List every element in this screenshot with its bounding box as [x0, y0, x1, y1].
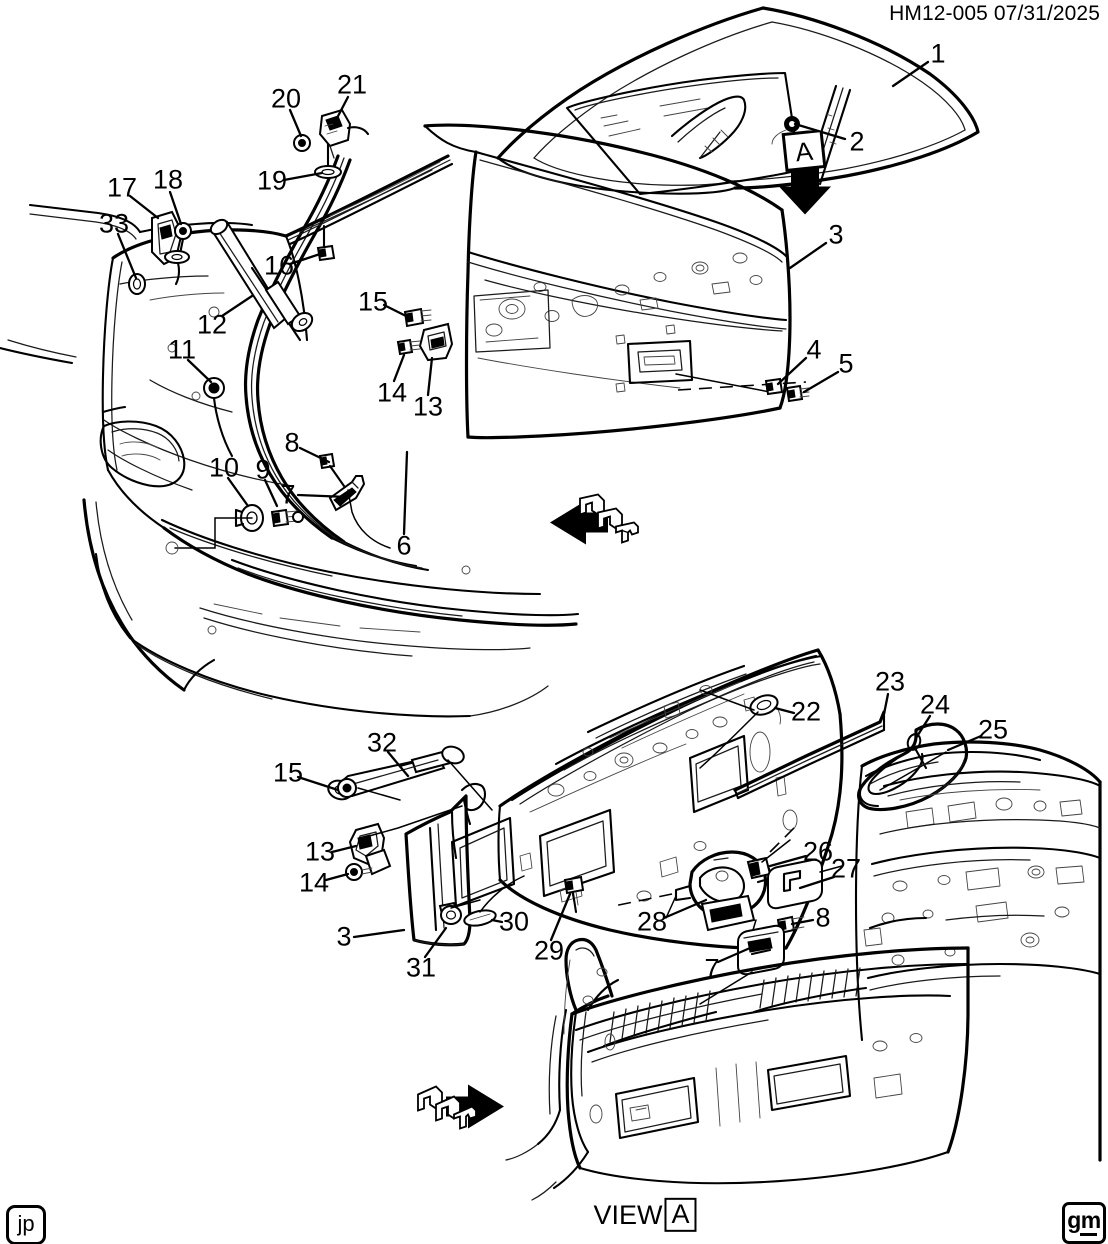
part-25-bracket — [857, 722, 969, 812]
part-32-strut — [327, 745, 465, 801]
callout-3: 3 — [828, 219, 844, 250]
gm-logo-text: gm — [1067, 1207, 1101, 1234]
gm-logo: gm — [1062, 1202, 1106, 1244]
callout-14: 14 — [376, 377, 408, 408]
callout-25: 25 — [977, 714, 1009, 745]
callout-30: 30 — [498, 906, 530, 937]
part-31-grommet — [438, 901, 462, 925]
callout-13-lower: 13 — [304, 836, 336, 867]
callout-7-lower: 7 — [704, 953, 720, 984]
section-a-box — [781, 128, 827, 173]
callout-32: 32 — [366, 727, 398, 758]
part-11-ballstud — [203, 377, 234, 458]
callout-3-lower: 3 — [336, 921, 352, 952]
draftsman-stamp: jp — [6, 1205, 46, 1244]
part-16-fastener — [316, 224, 336, 262]
part-17-bracket — [151, 210, 184, 286]
part-14-fastener-upper — [396, 338, 421, 356]
callout-13: 13 — [412, 391, 444, 422]
part-7-striker-upper — [328, 475, 366, 512]
part-30-clip — [463, 909, 497, 927]
part-15-fastener-upper — [403, 307, 432, 328]
part-22-plug — [749, 694, 779, 716]
part-15-fastener-lower — [337, 778, 357, 798]
callout-19: 19 — [256, 165, 288, 196]
part-28-latch — [674, 850, 774, 932]
callout-33: 33 — [98, 208, 130, 239]
part-20-fastener — [293, 134, 311, 152]
part-9-fastener — [270, 508, 304, 528]
part-7-striker-lower — [737, 924, 785, 976]
frt-marker-upper — [546, 493, 642, 560]
draftsman-initials: jp — [17, 1211, 35, 1236]
callout-17: 17 — [106, 172, 138, 203]
view-word: VIEW — [593, 1199, 663, 1230]
callout-2: 2 — [849, 126, 865, 157]
part-26-fastener — [746, 856, 772, 880]
callout-22: 22 — [790, 696, 822, 727]
callout-11: 11 — [167, 334, 197, 365]
callout-20: 20 — [270, 83, 302, 114]
callout-16: 16 — [263, 250, 295, 281]
drawing-header: HM12-005 07/31/2025 — [889, 2, 1100, 25]
part-27-cover — [767, 858, 823, 910]
callout-8-lower: 8 — [815, 902, 831, 933]
section-a-marker: A — [769, 128, 843, 222]
callout-15: 15 — [357, 286, 389, 317]
callout-21: 21 — [336, 69, 368, 100]
callout-5: 5 — [838, 348, 854, 379]
callout-15-lower: 15 — [272, 757, 304, 788]
part-33-grommet — [128, 273, 146, 295]
callout-14-lower: 14 — [298, 867, 330, 898]
callout-7: 7 — [280, 479, 296, 510]
section-a-letter: A — [794, 136, 815, 168]
callout-12: 12 — [196, 309, 228, 340]
frt-arrow-glyph-lower — [446, 1084, 504, 1129]
callout-4: 4 — [806, 334, 822, 365]
callout-10: 10 — [208, 452, 240, 483]
frt-marker-lower — [412, 1077, 508, 1144]
callout-28: 28 — [636, 906, 668, 937]
frt-arrow-glyph-upper — [550, 500, 608, 545]
callout-18: 18 — [152, 164, 184, 195]
callout-26: 26 — [802, 836, 834, 867]
callout-1: 1 — [930, 38, 946, 69]
callout-24: 24 — [919, 689, 951, 720]
callout-29: 29 — [533, 935, 565, 966]
view-a-label: VIEW A — [593, 1197, 697, 1233]
gm-logo-underline — [1080, 1232, 1097, 1236]
part-14-fastener-lower — [345, 863, 373, 881]
callout-9: 9 — [255, 454, 271, 485]
callout-27: 27 — [830, 853, 862, 884]
callout-6: 6 — [396, 530, 412, 561]
view-letter-box: A — [664, 1197, 697, 1233]
callout-23: 23 — [874, 666, 906, 697]
part-13-bracket-upper — [418, 322, 454, 362]
section-a-arrow-glyph — [779, 168, 831, 215]
part-29-fastener — [563, 875, 585, 914]
callout-31: 31 — [405, 952, 437, 983]
part-12-strut — [209, 218, 314, 342]
part-5-fastener — [785, 384, 810, 403]
callout-8: 8 — [284, 427, 300, 458]
